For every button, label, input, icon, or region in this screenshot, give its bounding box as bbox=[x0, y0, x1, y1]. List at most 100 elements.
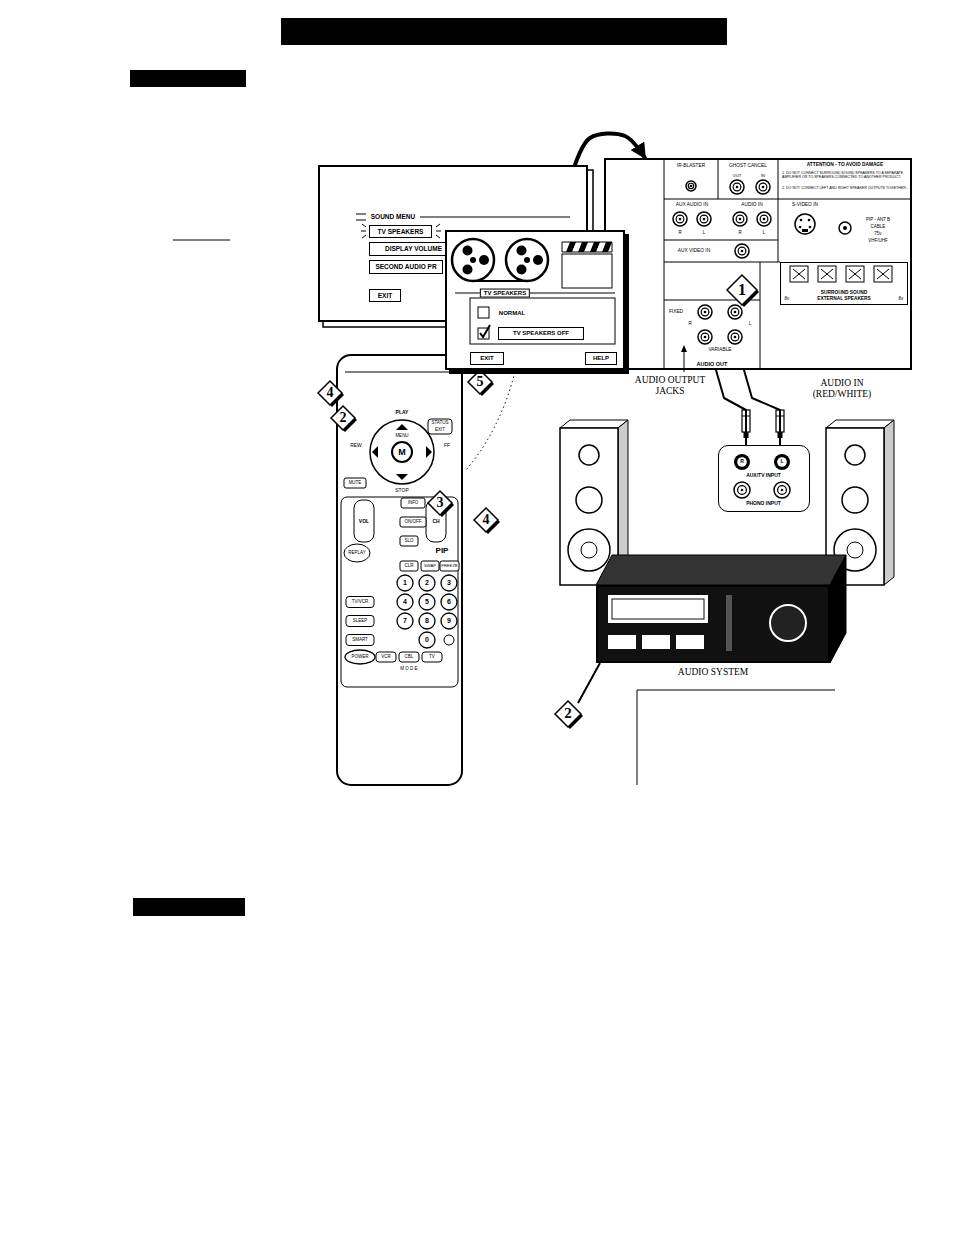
jack-ring bbox=[734, 454, 750, 470]
selected-option: TV SPEAKERS OFF bbox=[498, 327, 584, 340]
panel-label: OUT bbox=[733, 174, 741, 179]
speaker-top bbox=[826, 420, 894, 428]
terminal-mark bbox=[793, 269, 805, 279]
jack-pin bbox=[703, 218, 706, 221]
audio-cable bbox=[744, 370, 780, 445]
panel-line bbox=[664, 262, 780, 263]
panel-label: AUX AUDIO IN bbox=[676, 202, 708, 208]
speaker-top bbox=[560, 420, 628, 428]
woofer-cap bbox=[847, 542, 863, 558]
node-text: SOUND MENU bbox=[371, 213, 415, 220]
antenna-connector bbox=[839, 222, 851, 234]
volume-rocker bbox=[354, 500, 374, 542]
jack-ring bbox=[673, 212, 687, 226]
panel-label: AUX VIDEO IN bbox=[678, 248, 710, 254]
jack-pin bbox=[704, 311, 707, 314]
jack-socket bbox=[738, 247, 746, 255]
panel-line bbox=[778, 158, 779, 262]
panel-label: 1. DO NOT CONNECT SURROUND SOUND SPEAKER… bbox=[782, 171, 908, 179]
panel-label: VHF/UHF bbox=[868, 238, 888, 243]
down-arrow bbox=[396, 474, 408, 480]
s-video-pin bbox=[800, 219, 803, 222]
highlight-tick bbox=[362, 224, 366, 227]
jack-pin bbox=[734, 311, 737, 314]
panel-label: 2. DO NOT CONNECT LEFT AND RIGHT SPEAKER… bbox=[782, 186, 908, 190]
speaker-terminal bbox=[846, 266, 864, 282]
clapper-board bbox=[562, 254, 612, 288]
panel-line bbox=[637, 690, 835, 691]
jack-ring bbox=[728, 330, 742, 344]
jack-ring bbox=[756, 180, 770, 194]
menu-button bbox=[392, 442, 412, 462]
jack-ring bbox=[774, 482, 790, 498]
button-label: MUTE bbox=[349, 480, 362, 485]
input-panel-face bbox=[718, 445, 810, 512]
volume-knob bbox=[770, 605, 806, 641]
section-bar bbox=[130, 70, 246, 87]
right-arrow bbox=[426, 446, 432, 458]
number-button bbox=[441, 575, 457, 591]
button-label: STOP bbox=[395, 488, 409, 494]
power-button bbox=[345, 650, 375, 664]
button-label: M O D E bbox=[400, 666, 417, 671]
panel-label: ATTENTION - TO AVOID DAMAGE bbox=[807, 162, 884, 168]
node-text: PHONO INPUT bbox=[746, 501, 781, 507]
button-label: POWER bbox=[351, 654, 368, 659]
s-video-key bbox=[802, 229, 808, 232]
panel-line bbox=[637, 690, 638, 785]
button-label: 0 bbox=[425, 636, 429, 644]
menu-rule bbox=[420, 217, 570, 218]
node-text: TV SPEAKERS OFF bbox=[513, 330, 569, 337]
title-bar bbox=[281, 18, 727, 45]
number-button bbox=[419, 594, 435, 610]
slo-button bbox=[400, 536, 418, 546]
tv-speakers-panel: TV SPEAKERSTV SPEAKERS OFFEXITHELP bbox=[445, 230, 625, 370]
display-window bbox=[608, 595, 708, 623]
button-label: ON/OFF bbox=[405, 519, 422, 524]
button-label: REPLAY bbox=[348, 550, 365, 555]
node-text: AUX/TV INPUT bbox=[746, 473, 781, 479]
jack-pin bbox=[741, 250, 744, 253]
node-text: HELP bbox=[593, 355, 609, 362]
receiver-button bbox=[642, 635, 670, 649]
function-button bbox=[346, 616, 374, 627]
node-artwork bbox=[596, 585, 830, 663]
number-button bbox=[441, 613, 457, 629]
button-label: FREEZE bbox=[441, 564, 458, 569]
tweeter bbox=[579, 445, 599, 465]
jack-socket bbox=[676, 215, 684, 223]
mode-button bbox=[422, 652, 442, 662]
panel-label: CABLE bbox=[871, 224, 886, 229]
number-button bbox=[419, 613, 435, 629]
round-button bbox=[444, 635, 454, 645]
jack-ring bbox=[757, 212, 771, 226]
button-label: PIP bbox=[436, 546, 449, 555]
terminal-mark bbox=[849, 269, 861, 279]
button-label: STATUS bbox=[431, 420, 448, 425]
jack-socket bbox=[701, 308, 709, 316]
button-label: REW bbox=[350, 443, 362, 449]
button-label: 4 bbox=[403, 598, 407, 606]
terminal-mark bbox=[849, 269, 861, 279]
button-label: 6 bbox=[447, 598, 451, 606]
panel-label: 75v bbox=[874, 231, 881, 236]
button-label: 1 bbox=[403, 579, 407, 587]
callout-number: 5 bbox=[477, 374, 484, 390]
clapper-stripe bbox=[566, 242, 576, 252]
menu-item: TV SPEAKERS bbox=[369, 225, 432, 238]
mode-button bbox=[399, 652, 419, 662]
highlight-tick bbox=[436, 224, 440, 227]
jack-pin bbox=[762, 186, 765, 189]
jack-ring bbox=[734, 482, 750, 498]
jack-ring bbox=[735, 244, 749, 258]
button-label: TV bbox=[429, 654, 435, 659]
jack-socket bbox=[701, 333, 709, 341]
tweeter bbox=[845, 445, 865, 465]
display-inner bbox=[612, 599, 704, 619]
section-bar bbox=[133, 898, 245, 916]
film-strip bbox=[473, 280, 527, 282]
jack-ring bbox=[733, 212, 747, 226]
clapper-stripe bbox=[590, 242, 600, 252]
panel-label: S-VIDEO IN bbox=[792, 202, 818, 208]
